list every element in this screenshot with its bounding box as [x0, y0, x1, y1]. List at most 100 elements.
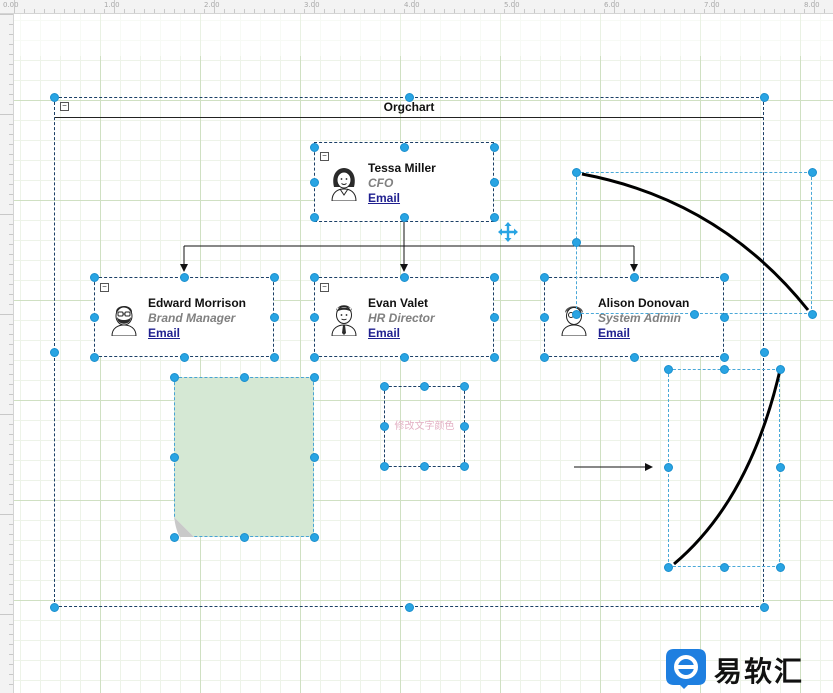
resize-handle[interactable]: [90, 273, 99, 282]
resize-handle[interactable]: [460, 382, 469, 391]
resize-handle[interactable]: [490, 313, 499, 322]
resize-handle[interactable]: [760, 93, 769, 102]
resize-handle[interactable]: [310, 213, 319, 222]
resize-handle[interactable]: [90, 353, 99, 362]
resize-handle[interactable]: [405, 93, 414, 102]
ruler-label: 6.00: [604, 1, 620, 9]
resize-handle[interactable]: [310, 453, 319, 462]
brand-logo: 易软汇: [664, 645, 832, 689]
resize-handle[interactable]: [270, 273, 279, 282]
resize-handle[interactable]: [310, 373, 319, 382]
resize-handle[interactable]: [460, 462, 469, 471]
person-name: Tessa Miller: [368, 161, 436, 175]
resize-handle[interactable]: [240, 373, 249, 382]
ruler-label: 7.00: [704, 1, 720, 9]
collapse-button[interactable]: −: [320, 152, 329, 161]
resize-handle[interactable]: [240, 533, 249, 542]
resize-handle[interactable]: [572, 168, 581, 177]
resize-handle[interactable]: [310, 178, 319, 187]
ruler-tick: [0, 614, 14, 615]
resize-handle[interactable]: [310, 353, 319, 362]
resize-handle[interactable]: [170, 453, 179, 462]
resize-handle[interactable]: [490, 143, 499, 152]
resize-handle[interactable]: [50, 348, 59, 357]
move-arrows-icon[interactable]: [497, 221, 519, 243]
resize-handle[interactable]: [720, 563, 729, 572]
resize-handle[interactable]: [664, 563, 673, 572]
resize-handle[interactable]: [310, 143, 319, 152]
person-card-edward-morrison[interactable]: − Edward Morrison Brand Manager Email: [94, 277, 274, 357]
resize-handle[interactable]: [420, 462, 429, 471]
note-shape[interactable]: [174, 377, 314, 537]
curve-selection-box[interactable]: [668, 369, 780, 567]
resize-handle[interactable]: [490, 353, 499, 362]
collapse-button[interactable]: −: [60, 102, 69, 111]
ruler-tick: [0, 214, 14, 215]
ruler-tick: [714, 0, 715, 14]
resize-handle[interactable]: [90, 313, 99, 322]
resize-handle[interactable]: [380, 462, 389, 471]
resize-handle[interactable]: [776, 365, 785, 374]
resize-handle[interactable]: [180, 353, 189, 362]
resize-handle[interactable]: [420, 382, 429, 391]
person-card-evan-valet[interactable]: − Evan Valet HR Director Email: [314, 277, 494, 357]
resize-handle[interactable]: [490, 213, 499, 222]
email-link[interactable]: Email: [148, 326, 180, 340]
person-card-tessa-miller[interactable]: − Tessa Miller CFO Email: [314, 142, 494, 222]
resize-handle[interactable]: [170, 533, 179, 542]
person-role: Brand Manager: [148, 311, 235, 325]
resize-handle[interactable]: [310, 533, 319, 542]
resize-handle[interactable]: [572, 310, 581, 319]
vertical-ruler: [0, 14, 14, 693]
curve-selection-box[interactable]: [576, 172, 812, 314]
resize-handle[interactable]: [170, 373, 179, 382]
resize-handle[interactable]: [540, 273, 549, 282]
resize-handle[interactable]: [310, 313, 319, 322]
ruler-label: 2.00: [204, 1, 220, 9]
resize-handle[interactable]: [380, 422, 389, 431]
resize-handle[interactable]: [690, 310, 699, 319]
male-tie-avatar-icon: [329, 300, 359, 336]
resize-handle[interactable]: [540, 313, 549, 322]
resize-handle[interactable]: [490, 178, 499, 187]
resize-handle[interactable]: [720, 313, 729, 322]
resize-handle[interactable]: [808, 310, 817, 319]
resize-handle[interactable]: [776, 563, 785, 572]
resize-handle[interactable]: [664, 463, 673, 472]
resize-handle[interactable]: [405, 603, 414, 612]
resize-handle[interactable]: [664, 365, 673, 374]
resize-handle[interactable]: [776, 463, 785, 472]
resize-handle[interactable]: [400, 353, 409, 362]
resize-handle[interactable]: [50, 93, 59, 102]
ruler-tick: [814, 0, 815, 14]
collapse-button[interactable]: −: [320, 283, 329, 292]
resize-handle[interactable]: [180, 273, 189, 282]
resize-handle[interactable]: [720, 365, 729, 374]
resize-handle[interactable]: [630, 273, 639, 282]
resize-handle[interactable]: [540, 353, 549, 362]
resize-handle[interactable]: [720, 273, 729, 282]
ruler-tick: [314, 0, 315, 14]
person-role: HR Director: [368, 311, 435, 325]
resize-handle[interactable]: [400, 273, 409, 282]
collapse-button[interactable]: −: [100, 283, 109, 292]
resize-handle[interactable]: [50, 603, 59, 612]
email-link[interactable]: Email: [368, 326, 400, 340]
text-shape[interactable]: 修改文字颜色: [384, 386, 465, 467]
resize-handle[interactable]: [400, 143, 409, 152]
resize-handle[interactable]: [760, 348, 769, 357]
resize-handle[interactable]: [400, 213, 409, 222]
resize-handle[interactable]: [490, 273, 499, 282]
resize-handle[interactable]: [720, 353, 729, 362]
resize-handle[interactable]: [808, 168, 817, 177]
resize-handle[interactable]: [270, 313, 279, 322]
resize-handle[interactable]: [572, 238, 581, 247]
resize-handle[interactable]: [310, 273, 319, 282]
resize-handle[interactable]: [630, 353, 639, 362]
resize-handle[interactable]: [270, 353, 279, 362]
resize-handle[interactable]: [380, 382, 389, 391]
resize-handle[interactable]: [460, 422, 469, 431]
email-link[interactable]: Email: [368, 191, 400, 205]
resize-handle[interactable]: [760, 603, 769, 612]
email-link[interactable]: Email: [598, 326, 630, 340]
